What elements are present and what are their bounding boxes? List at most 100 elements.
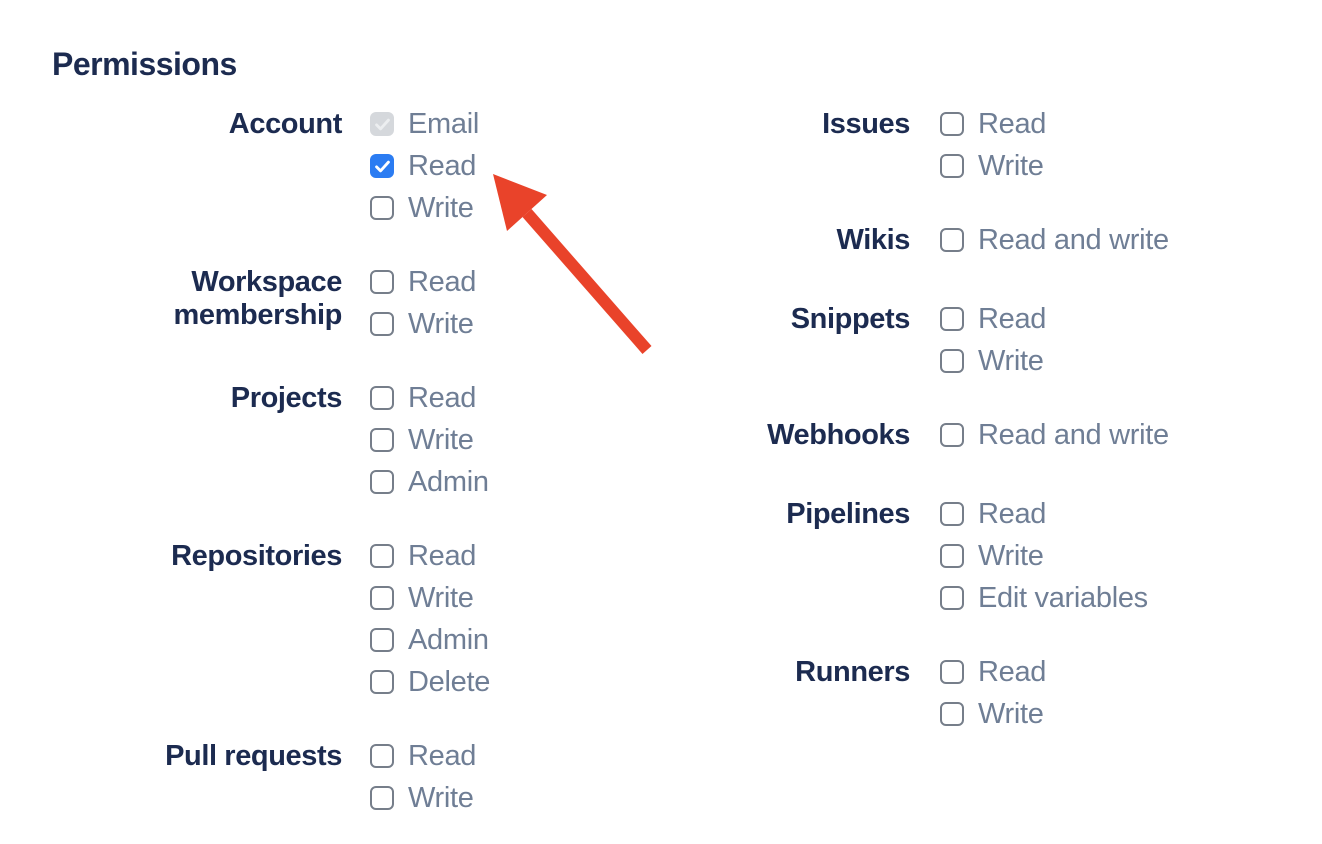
option-label: Write [408,308,474,340]
checkbox-repositories-write[interactable] [370,586,394,610]
page-title: Permissions [52,46,237,82]
permission-group-projects: Projects Read Write Admin [52,382,490,497]
checkbox-projects-admin[interactable] [370,470,394,494]
option-label: Admin [408,624,489,656]
checkbox-snippets-read[interactable] [940,307,964,331]
permission-group-wikis: Wikis Read and write [730,224,1170,257]
option-pull-requests-read[interactable]: Read [370,740,477,772]
checkbox-issues-write[interactable] [940,154,964,178]
option-repositories-admin[interactable]: Admin [370,624,490,656]
checkbox-account-read[interactable] [370,154,394,178]
option-runners-write[interactable]: Write [940,698,1046,730]
option-label: Write [978,345,1044,377]
option-account-read[interactable]: Read [370,150,479,182]
option-label: Write [408,582,474,614]
checkbox-workspace-read[interactable] [370,270,394,294]
option-label: Read [978,108,1047,140]
checkbox-pipelines-read[interactable] [940,502,964,526]
group-label-pipelines: Pipelines [786,498,910,530]
option-label: Write [408,782,474,814]
option-label: Read [978,656,1047,688]
checkbox-repositories-admin[interactable] [370,628,394,652]
checkbox-projects-write[interactable] [370,428,394,452]
check-icon [374,160,390,172]
permission-group-pull-requests: Pull requests Read Write [52,740,490,814]
option-label: Read [408,150,477,182]
checkbox-pull-requests-write[interactable] [370,786,394,810]
option-label: Write [978,698,1044,730]
permission-group-account: Account Email Read Write [52,108,490,223]
checkbox-repositories-delete[interactable] [370,670,394,694]
option-pipelines-write[interactable]: Write [940,540,1148,572]
option-label: Edit variables [978,582,1148,614]
option-label: Delete [408,666,491,698]
checkbox-account-write[interactable] [370,196,394,220]
option-label: Read [408,382,477,414]
option-snippets-write[interactable]: Write [940,345,1046,377]
group-label-runners: Runners [795,656,910,688]
option-issues-read[interactable]: Read [940,108,1047,140]
option-webhooks-read-and-write[interactable]: Read and write [940,419,1169,451]
checkbox-repositories-read[interactable] [370,544,394,568]
checkbox-runners-write[interactable] [940,702,964,726]
option-label: Write [978,150,1044,182]
checkbox-runners-read[interactable] [940,660,964,684]
checkbox-pipelines-write[interactable] [940,544,964,568]
option-label: Read [408,740,477,772]
option-snippets-read[interactable]: Read [940,303,1047,335]
option-repositories-delete[interactable]: Delete [370,666,491,698]
option-projects-write[interactable]: Write [370,424,489,456]
option-label: Read [978,498,1047,530]
option-pipelines-edit-variables[interactable]: Edit variables [940,582,1148,614]
option-label: Read and write [978,224,1169,256]
option-pull-requests-write[interactable]: Write [370,782,476,814]
option-label: Write [978,540,1044,572]
option-pipelines-read[interactable]: Read [940,498,1148,530]
checkbox-pipelines-edit-variables[interactable] [940,586,964,610]
option-label: Email [408,108,480,140]
checkbox-issues-read[interactable] [940,112,964,136]
permission-group-workspace-membership: Workspace membership Read Write [52,266,490,340]
option-workspace-read[interactable]: Read [370,266,477,298]
group-label-snippets: Snippets [790,303,911,335]
checkbox-webhooks-read-and-write[interactable] [940,423,964,447]
group-label-workspace-membership: Workspace membership [173,266,343,331]
permission-group-runners: Runners Read Write [730,656,1169,730]
permission-group-webhooks: Webhooks Read and write [730,419,1169,452]
option-label: Read [978,303,1047,335]
option-label: Read and write [978,419,1169,451]
option-account-write[interactable]: Write [370,194,479,223]
option-repositories-write[interactable]: Write [370,582,490,614]
group-label-issues: Issues [822,108,910,140]
option-label: Read [408,266,477,298]
permission-group-pipelines: Pipelines Read Write Edit variables [730,498,1169,614]
option-issues-write[interactable]: Write [940,150,1046,182]
checkbox-workspace-write[interactable] [370,312,394,336]
group-label-wikis: Wikis [836,224,911,256]
group-label-webhooks: Webhooks [767,419,910,451]
option-label: Read [408,540,477,572]
check-icon [374,118,390,130]
permissions-column-right: Issues Read Write Wikis Read and write [730,108,1170,730]
option-label: Write [408,424,474,456]
option-wikis-read-and-write[interactable]: Read and write [940,224,1169,256]
option-runners-read[interactable]: Read [940,656,1047,688]
group-label-projects: Projects [230,382,343,414]
annotation-arrow-icon [493,174,652,354]
checkbox-snippets-write[interactable] [940,349,964,373]
checkbox-account-email[interactable] [370,112,394,136]
option-projects-admin[interactable]: Admin [370,468,489,497]
option-repositories-read[interactable]: Read [370,540,490,572]
checkbox-pull-requests-read[interactable] [370,744,394,768]
group-label-repositories: Repositories [171,540,342,572]
permissions-column-left: Account Email Read Write Workspace membe… [52,108,491,814]
option-workspace-write[interactable]: Write [370,308,476,340]
checkbox-wikis-read-and-write[interactable] [940,228,964,252]
permission-group-repositories: Repositories Read Write Admin Delete [52,540,491,698]
option-account-email[interactable]: Email [370,108,480,140]
option-projects-read[interactable]: Read [370,382,489,414]
group-label-account: Account [228,108,343,140]
permission-group-issues: Issues Read Write [730,108,1169,182]
checkbox-projects-read[interactable] [370,386,394,410]
